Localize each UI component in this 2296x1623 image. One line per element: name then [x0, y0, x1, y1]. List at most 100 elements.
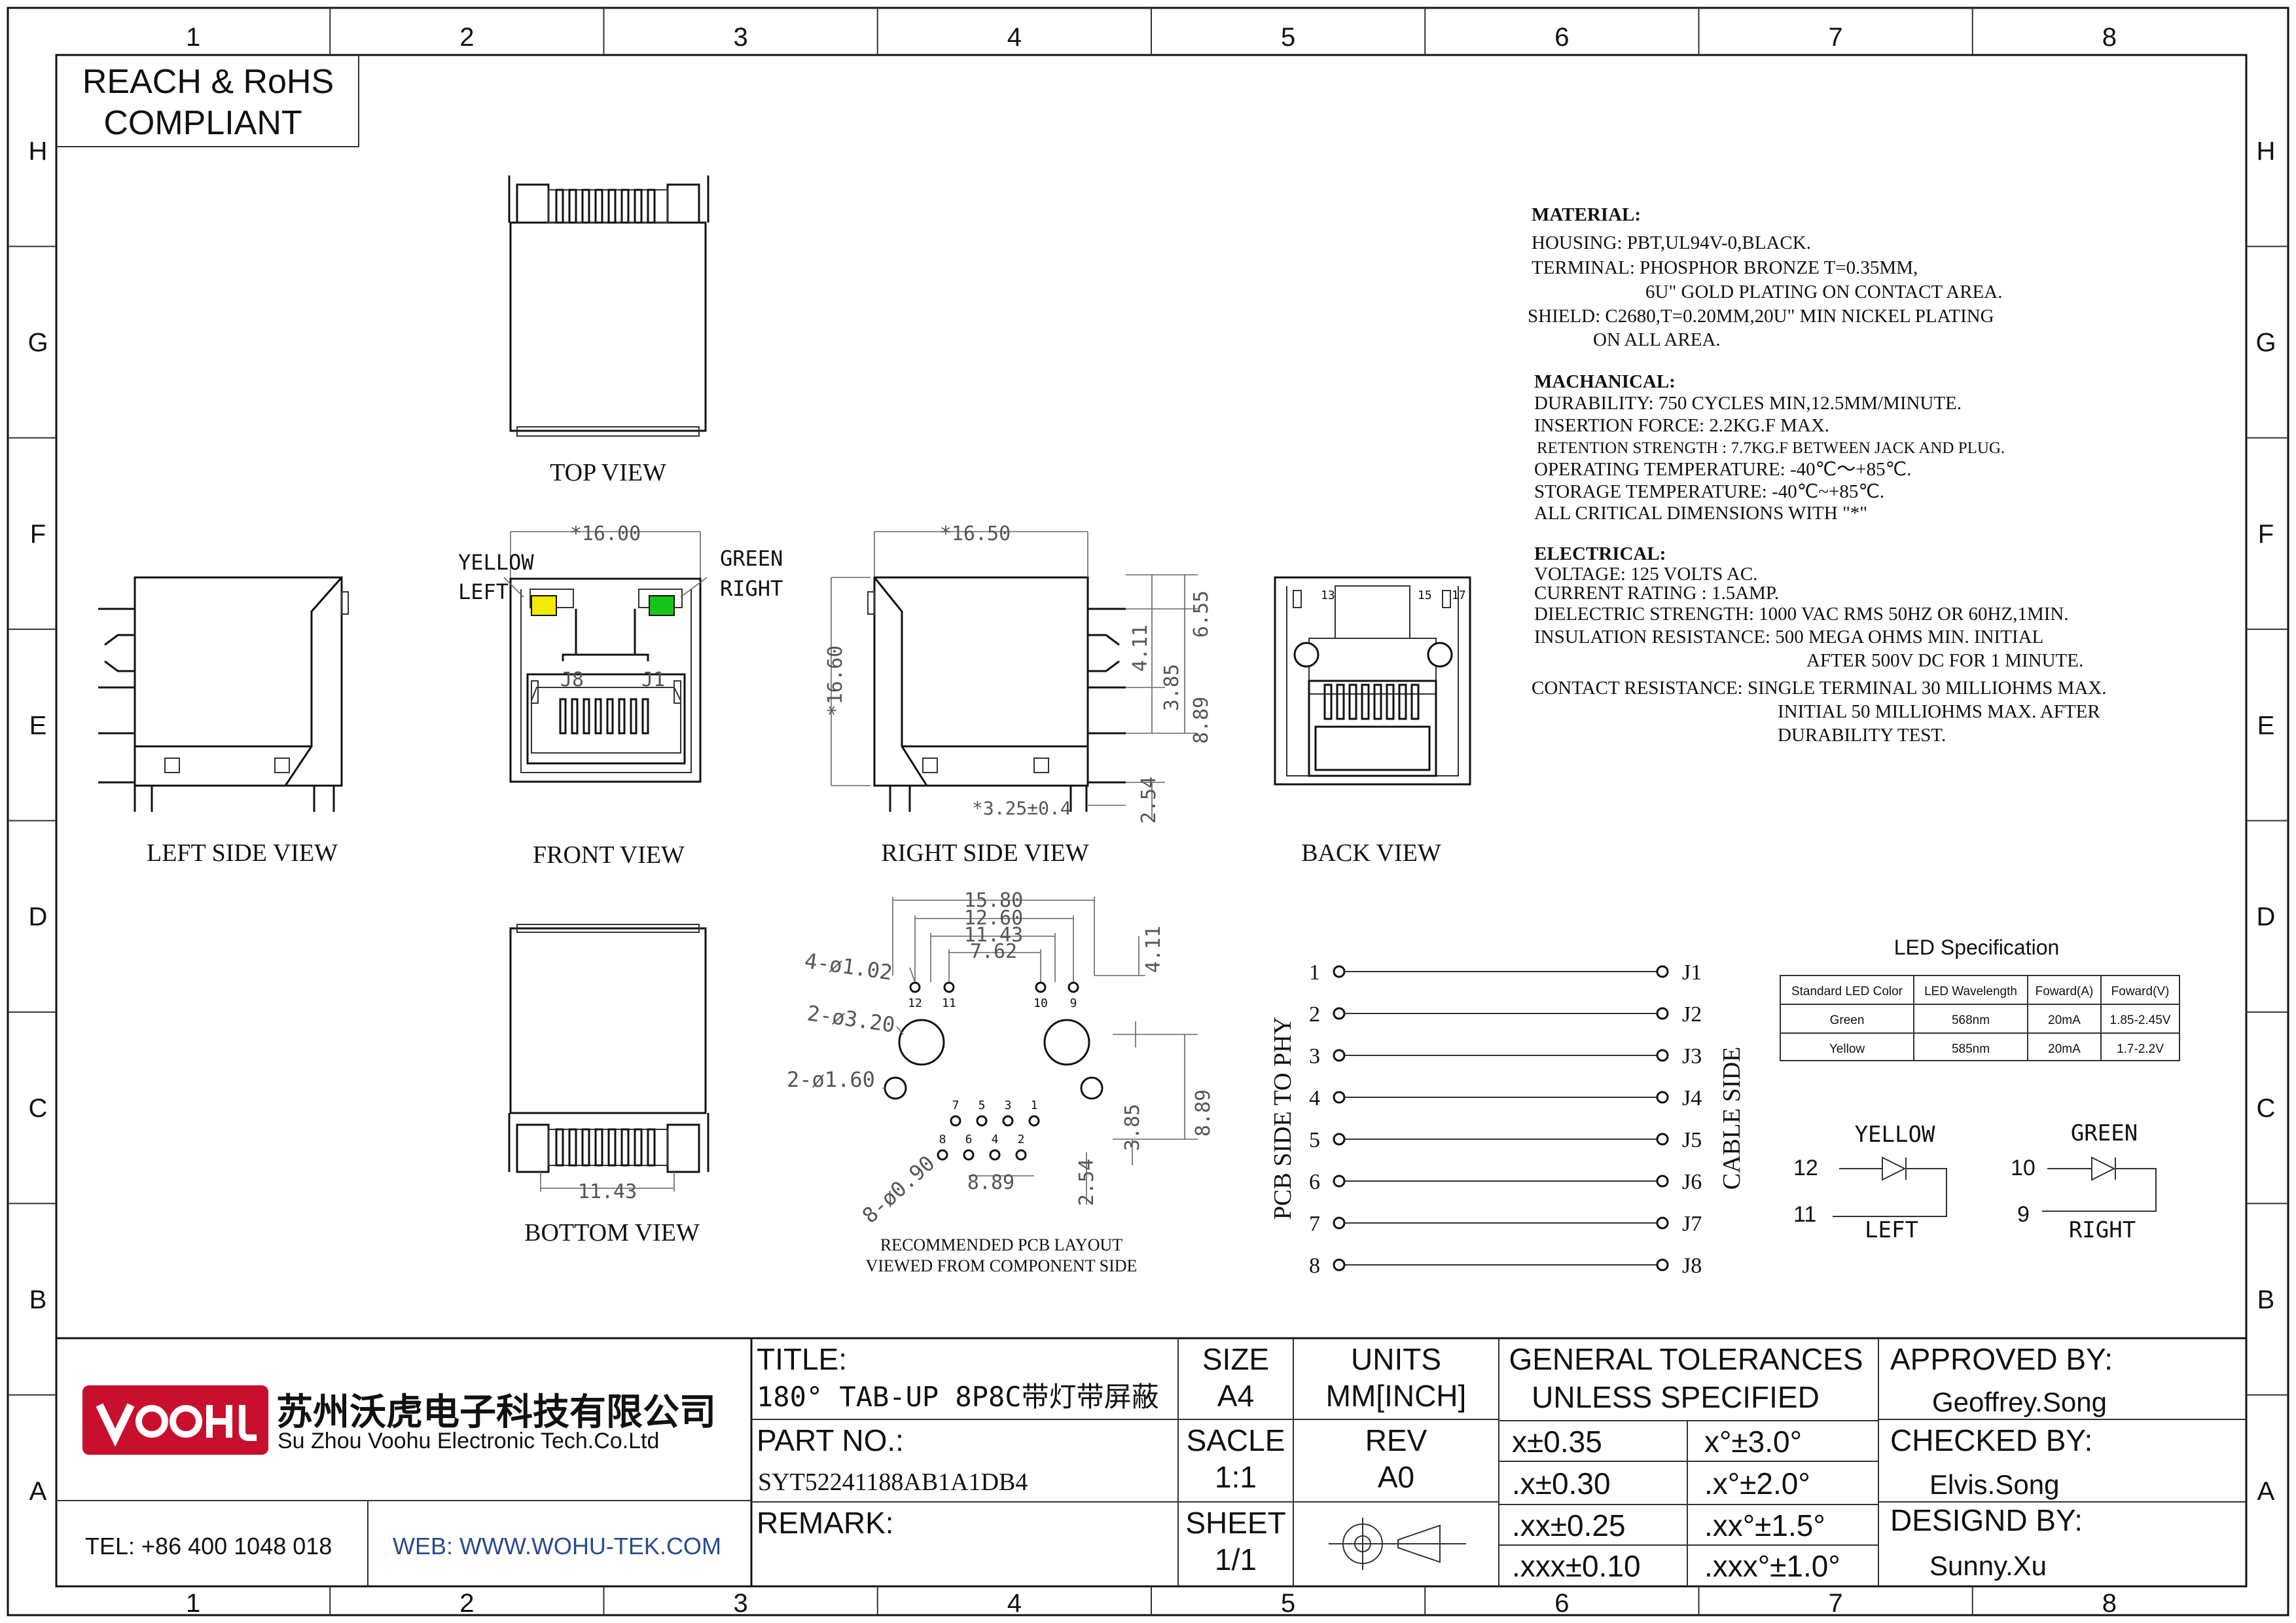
rev-label: REV — [1365, 1423, 1427, 1457]
scale-value: 1:1 — [1215, 1460, 1257, 1494]
scale-label: SACLE — [1187, 1423, 1285, 1457]
zone-column-bottom-1: 1 — [186, 1589, 200, 1618]
zone-row-right-D: D — [2257, 903, 2276, 932]
company-name-en: Su Zhou Voohu Electronic Tech.Co.Ltd — [278, 1429, 659, 1453]
telephone: TEL: +86 400 1048 018 — [85, 1533, 332, 1559]
pcb-hole-1-02: 4-ø1.02 — [803, 948, 894, 985]
zone-row-right-A: A — [2257, 1477, 2275, 1506]
company-name-cn: 苏州沃虎电子科技有限公司 — [276, 1391, 716, 1432]
zone-column-bottom-4: 4 — [1007, 1589, 1022, 1618]
front-j1: J1 — [641, 668, 665, 691]
zone-row-right-H: H — [2257, 137, 2276, 166]
schematic-pin-10: 10 — [2011, 1156, 2036, 1180]
tolerance-x3-deg: .xxx°±1.0° — [1704, 1549, 1840, 1583]
schematic-pin-12: 12 — [1793, 1156, 1818, 1180]
projection-symbol-icon — [1329, 1518, 1466, 1570]
wire-right-J8: J8 — [1682, 1254, 1702, 1278]
pcb-dim-7-62: 7.62 — [970, 940, 1017, 963]
pcb-dim-4-11: 4.11 — [1142, 926, 1165, 973]
checked-label: CHECKED BY: — [1890, 1423, 2092, 1457]
yellow-left-label: LEFT — [458, 579, 509, 604]
pcb-pin-6: 6 — [965, 1133, 973, 1146]
dim-3-85: 3.85 — [1160, 664, 1183, 711]
zone-column-top-2: 2 — [459, 23, 474, 52]
wire-node-left-2 — [1333, 1007, 1346, 1020]
units-label: UNITS — [1351, 1342, 1441, 1376]
voohu-logo-wordmark — [96, 1403, 257, 1447]
pcb-pin-10: 10 — [1033, 996, 1048, 1010]
zone-row-right-E: E — [2257, 711, 2275, 740]
mechanical-line-3: RETENTION STRENGTH : 7.7KG.F BETWEEN JAC… — [1537, 439, 2005, 457]
electrical-line-6: CONTACT RESISTANCE: SINGLE TERMINAL 30 M… — [1532, 678, 2107, 699]
compliance-box — [56, 55, 359, 147]
pcb-hole-1-60: 2-ø1.60 — [787, 1067, 875, 1092]
wire-right-J7: J7 — [1682, 1212, 1702, 1236]
frame-ticks — [8, 8, 2288, 1615]
zone-row-left-C: C — [29, 1094, 48, 1123]
wire-node-right-4 — [1656, 1091, 1669, 1104]
led-row-yellow-wavelength: 585nm — [1952, 1042, 1990, 1056]
led-header-forward-v: Foward(V) — [2111, 985, 2170, 998]
cable-side-label: CABLE SIDE — [1718, 1047, 1746, 1190]
zone-column-top-8: 8 — [2102, 23, 2117, 52]
wire-right-J1: J1 — [1682, 960, 1702, 985]
electrical-line-4: INSULATION RESISTANCE: 500 MEGA OHMS MIN… — [1534, 627, 2043, 647]
led-spec-title: LED Specification — [1894, 936, 2060, 959]
pcb-pin-5: 5 — [978, 1099, 986, 1112]
schematic-green-label: GREEN — [2071, 1120, 2138, 1146]
wire-right-J5: J5 — [1682, 1128, 1702, 1152]
sheet-label: SHEET — [1185, 1506, 1285, 1540]
mechanical-line-5: STORAGE TEMPERATURE: -40℃~+85℃. — [1534, 481, 1884, 502]
back-view-label: BACK VIEW — [1301, 839, 1441, 867]
zone-column-bottom-2: 2 — [459, 1589, 474, 1618]
right-side-view: *16.50 *16.60 4.11 6.55 3.85 8.89 2.54 *… — [824, 522, 1213, 867]
green-label: GREEN — [720, 546, 783, 571]
zone-row-right-C: C — [2257, 1094, 2276, 1123]
pcb-pin-3: 3 — [1005, 1099, 1012, 1112]
zone-row-left-E: E — [29, 711, 47, 740]
front-view: *16.00 J8 J1 YELLOW LEFT GREEN RIGHT FRO… — [458, 522, 783, 869]
mechanical-line-2: INSERTION FORCE: 2.2KG.F MAX. — [1534, 415, 1829, 436]
dim-6-55: 6.55 — [1190, 591, 1213, 638]
tolerance-x3: .xxx±0.10 — [1512, 1549, 1641, 1583]
pcb-pin-11: 11 — [942, 996, 956, 1010]
led-row-green-forward-v: 1.85-2.45V — [2110, 1013, 2171, 1027]
tolerance-x1-deg: .x°±2.0° — [1704, 1467, 1810, 1501]
electrical-line-8: DURABILITY TEST. — [1778, 725, 1946, 746]
mechanical-heading: MACHANICAL: — [1534, 371, 1676, 392]
led-row-yellow-forward-a: 20mA — [2048, 1042, 2081, 1056]
green-right-label: RIGHT — [720, 576, 783, 601]
tolerance-heading-1: GENERAL TOLERANCES — [1509, 1342, 1863, 1376]
zone-column-top-6: 6 — [1554, 23, 1569, 52]
zone-row-right-F: F — [2258, 520, 2274, 549]
checked-value: Elvis.Song — [1929, 1469, 2059, 1500]
mechanical-line-4: OPERATING TEMPERATURE: -40℃～+85℃. — [1534, 459, 1911, 480]
wire-node-right-7 — [1656, 1216, 1669, 1230]
wire-right-J2: J2 — [1682, 1002, 1702, 1027]
electrical-line-7: INITIAL 50 MILLIOHMS MAX. AFTER — [1778, 701, 2100, 722]
designed-value: Sunny.Xu — [1929, 1550, 2047, 1581]
front-width-dim: *16.00 — [570, 522, 641, 545]
led-row-green-color: Green — [1830, 1013, 1865, 1027]
bottom-view: 11.43 BOTTOM VIEW — [508, 924, 709, 1247]
sheet-value: 1/1 — [1215, 1542, 1257, 1577]
back-pin-17: 17 — [1452, 589, 1466, 602]
bottom-dim-11-43: 11.43 — [578, 1180, 637, 1203]
part-no-value: SYT52241188AB1A1DB4 — [758, 1468, 1028, 1496]
led-spec-table: LED Specification Standard LED Color LED… — [1780, 936, 2180, 1061]
mechanical-line-6: ALL CRITICAL DIMENSIONS WITH "*" — [1534, 503, 1867, 524]
pcb-dim-15-80: 15.80 — [964, 889, 1023, 912]
wire-right-J3: J3 — [1682, 1044, 1702, 1068]
led-header-wavelength: LED Wavelength — [1924, 985, 2017, 998]
material-line-1: HOUSING: PBT,UL94V-0,BLACK. — [1532, 232, 1811, 253]
tolerance-x: x±0.35 — [1512, 1425, 1602, 1459]
schematic-left-label: LEFT — [1865, 1217, 1918, 1243]
wire-left-6: 6 — [1309, 1170, 1320, 1194]
material-line-3: 6U" GOLD PLATING ON CONTACT AREA. — [1645, 282, 2002, 302]
back-view: 13 15 17 BACK VIEW — [1274, 576, 1471, 867]
led-row-yellow-forward-v: 1.7-2.2V — [2117, 1042, 2164, 1056]
wire-left-3: 3 — [1309, 1044, 1320, 1068]
